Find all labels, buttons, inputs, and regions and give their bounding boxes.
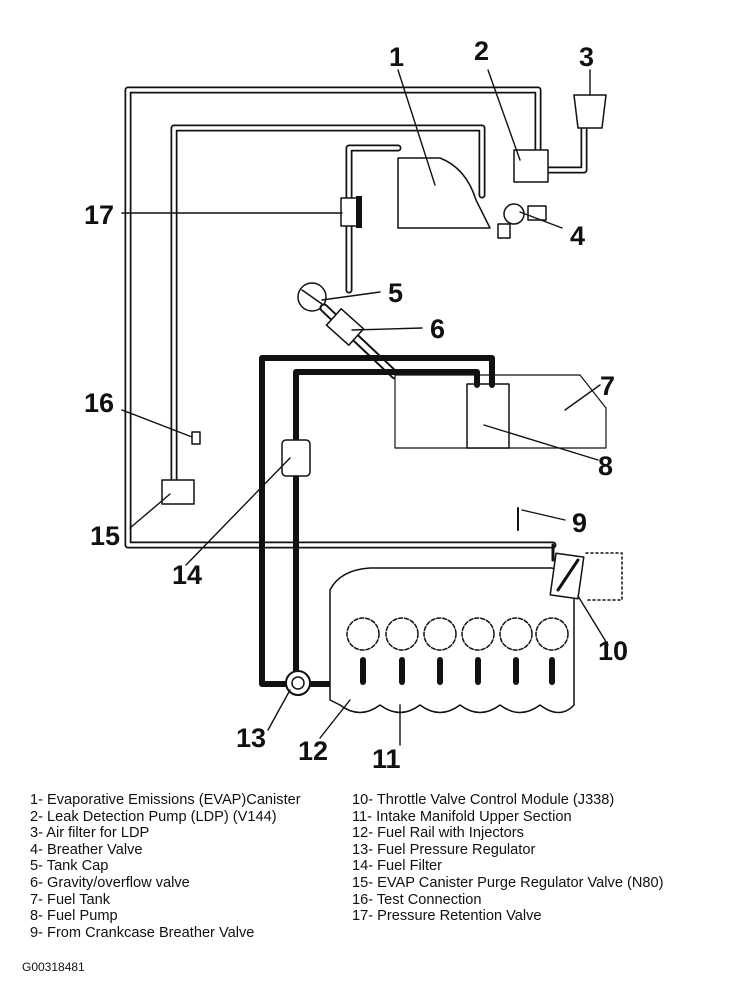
legend-item-13: 13- Fuel Pressure Regulator [352,841,536,858]
callout-13: 13 [236,723,266,753]
callout-16: 16 [84,388,114,418]
callout-6: 6 [430,314,445,344]
fuel-pump [466,383,510,449]
legend-item-14: 14- Fuel Filter [352,858,443,875]
legend-item-4: 4- Breather Valve [30,841,143,858]
callout-17: 17 [84,200,114,230]
legend-item-3: 3- Air filter for LDP [30,825,150,842]
callout-7: 7 [600,371,615,401]
legend-item-16: 16- Test Connection [352,891,482,908]
legend-item-6: 6- Gravity/overflow valve [30,874,190,891]
air-filter-ldp [573,94,607,129]
leader-lines [121,69,609,746]
callout-15: 15 [90,521,120,551]
legend-item-1: 1- Evaporative Emissions (EVAP)Canister [30,792,301,808]
fuel-pressure-regulator [285,670,311,696]
test-connection [191,431,201,445]
vapor-line-outer [124,86,557,549]
pressure-retention-valve [340,196,362,228]
legend-left-column: 1- Evaporative Emissions (EVAP)Canister … [30,792,350,941]
ldp-air-filter-line [544,124,588,174]
legend-item-10: 10- Throttle Valve Control Module (J338) [352,792,615,808]
canister-to-cap-line [345,144,402,294]
callout-4: 4 [570,221,585,251]
callout-5: 5 [388,278,403,308]
legend-item-9: 9- From Crankcase Breather Valve [30,924,255,941]
legend-item-12: 12- Fuel Rail with Injectors [352,825,524,842]
legend-item-5: 5- Tank Cap [30,858,109,875]
legend-right-column: 10- Throttle Valve Control Module (J338)… [352,792,722,925]
figure-id: G00318481 [22,960,85,974]
callout-8: 8 [598,451,613,481]
legend-item-17: 17- Pressure Retention Valve [352,908,542,925]
legend-item-15: 15- EVAP Canister Purge Regulator Valve … [352,874,664,891]
legend-item-8: 8- Fuel Pump [30,908,118,925]
leak-detection-pump [513,149,549,183]
legend-item-7: 7- Fuel Tank [30,891,111,908]
callout-1: 1 [389,42,404,72]
evap-fuel-system-diagram: 1 2 3 4 5 6 7 8 9 10 11 12 13 14 15 16 1… [84,36,628,774]
callout-14: 14 [172,560,202,590]
callout-10: 10 [598,636,628,666]
gravity-overflow-valve [325,308,365,346]
fuel-injectors [360,657,555,685]
breather-valve [497,203,547,239]
fuel-filter [281,439,311,477]
evap-purge-regulator-valve [161,479,195,505]
vapor-line-inner [170,124,486,486]
callout-12: 12 [298,736,328,766]
evap-canister [397,157,491,229]
callout-3: 3 [579,42,594,72]
intake-runners [346,617,569,651]
legend-item-11: 11- Intake Manifold Upper Section [352,808,572,825]
fuel-line-return [293,369,480,445]
callout-2: 2 [474,36,489,66]
callout-9: 9 [572,508,587,538]
air-intake-duct [585,552,623,601]
legend-item-2: 2- Leak Detection Pump (LDP) (V144) [30,808,277,825]
callout-11: 11 [372,744,401,774]
